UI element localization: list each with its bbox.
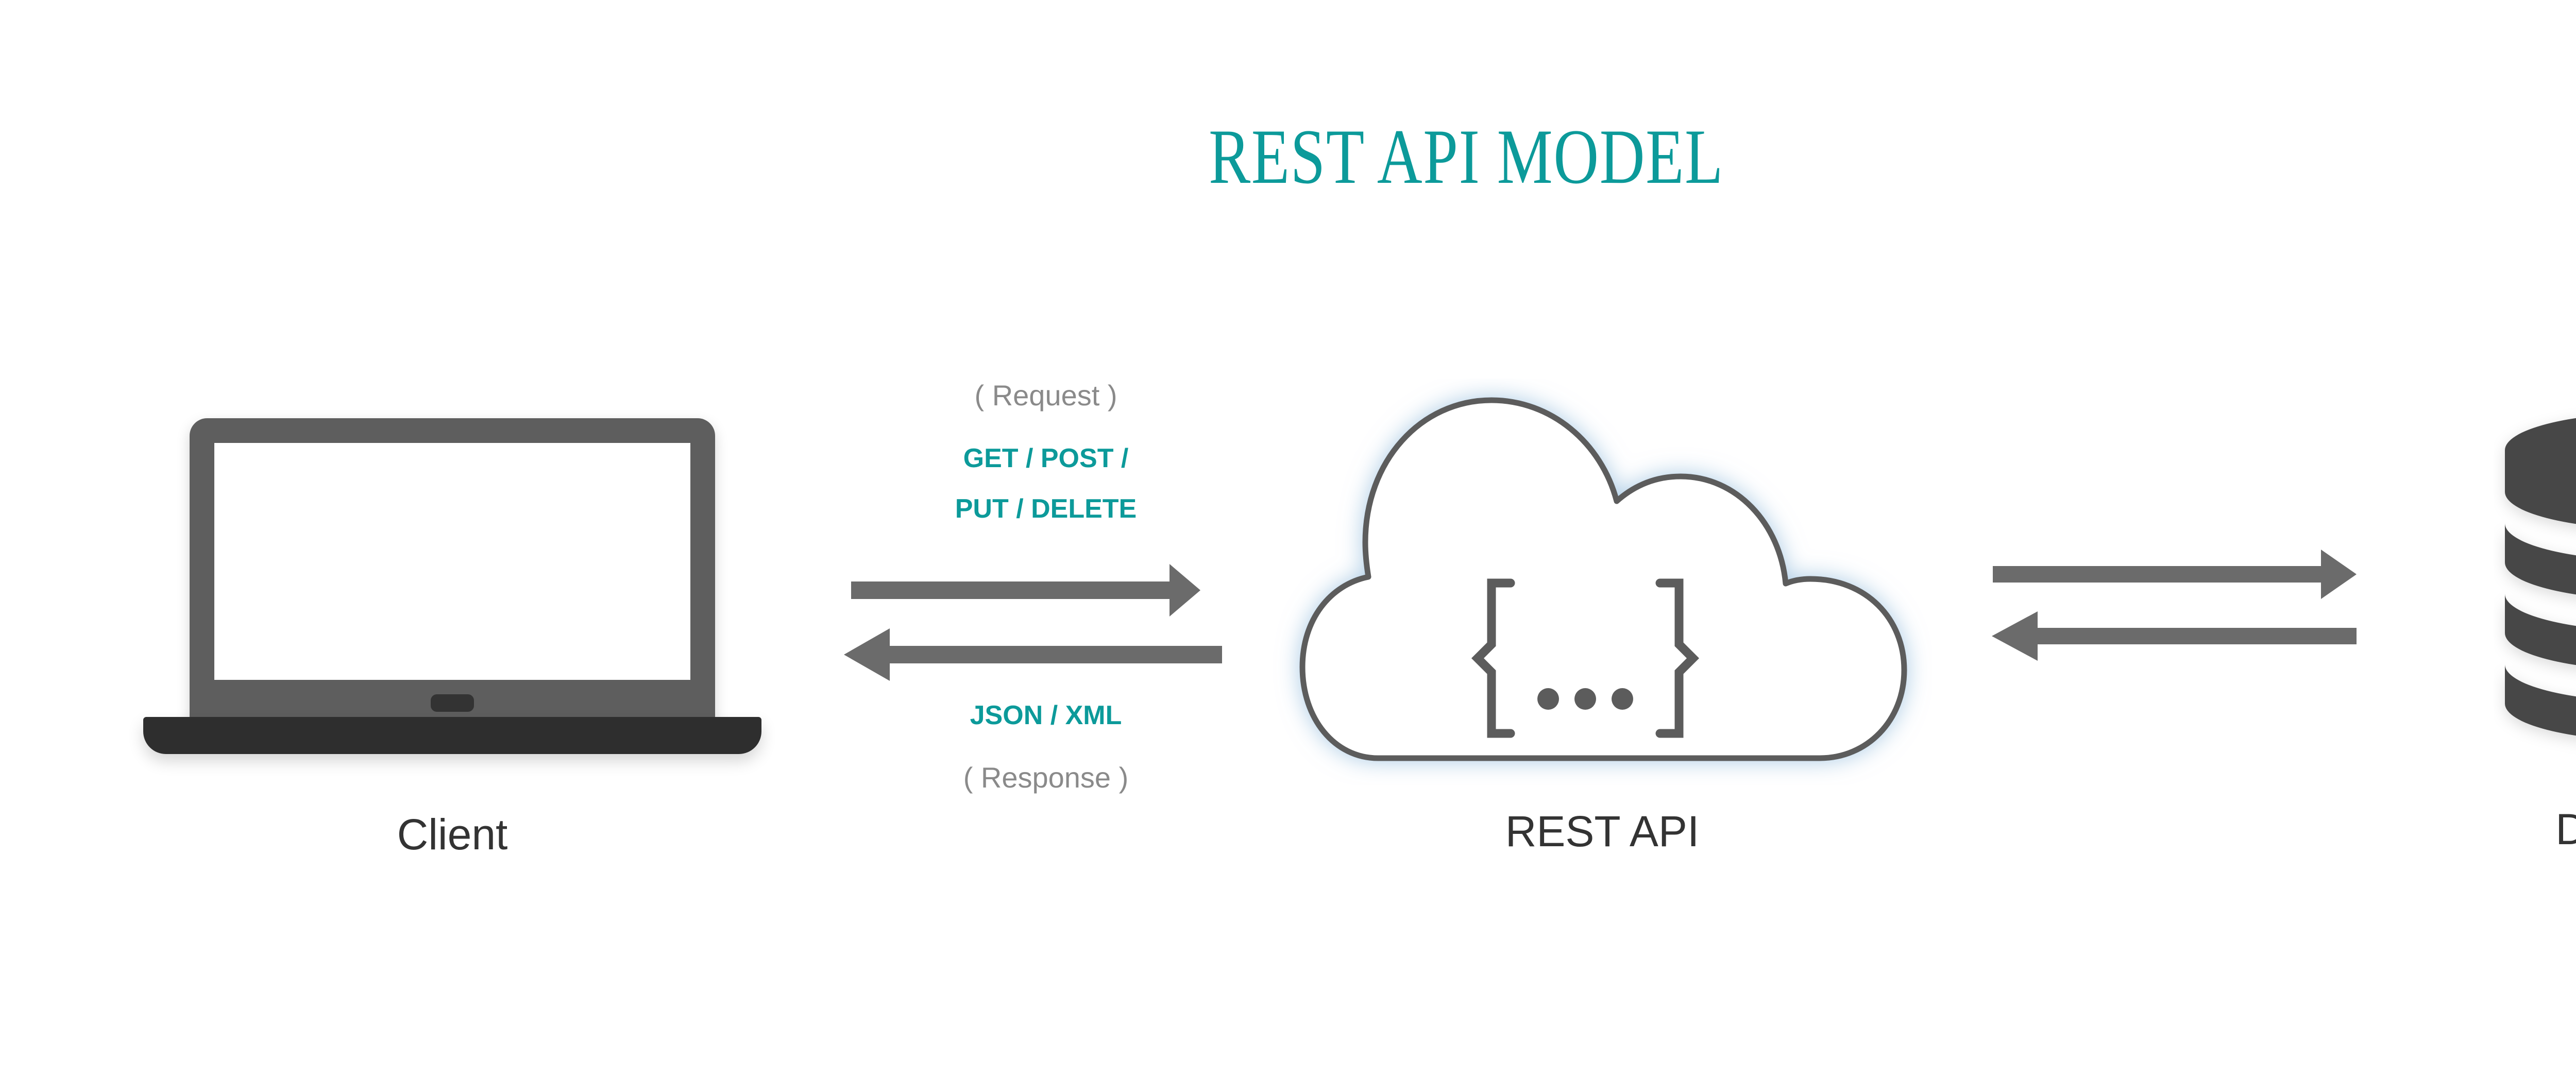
arrow-left-icon (1992, 611, 2357, 661)
database-cylinder-icon (2505, 418, 2576, 736)
ellipsis-dots-icon (1537, 688, 1633, 710)
laptop-icon (143, 418, 761, 768)
curly-brace-left-icon (1471, 578, 1515, 738)
arrow-right-icon (851, 564, 1200, 617)
laptop-screen (214, 443, 690, 680)
database-disc-1 (2505, 418, 2576, 524)
cloud-icon (1299, 397, 1907, 761)
api-database-flow-group (1989, 543, 2396, 672)
laptop-base (143, 717, 761, 754)
client-node-label: Client (397, 810, 508, 859)
request-caption: ( Request ) (974, 379, 1117, 412)
response-caption: ( Response ) (963, 761, 1129, 794)
database-disc-4 (2505, 664, 2576, 736)
arrow-right-icon (1993, 550, 2357, 599)
database-disc-2 (2505, 523, 2576, 595)
database-disc-3 (2505, 594, 2576, 665)
http-methods-line-1: GET / POST / (963, 443, 1129, 473)
arrow-left-icon (844, 628, 1222, 681)
database-node-label: Database (2555, 805, 2576, 853)
laptop-lid (190, 418, 715, 727)
client-api-flow-group: ( Request ) GET / POST / PUT / DELETE JS… (840, 381, 1252, 803)
api-node-label: REST API (1505, 807, 1700, 855)
curly-brace-right-icon (1655, 578, 1700, 738)
laptop-trackpad-notch-icon (431, 694, 474, 712)
response-formats: JSON / XML (970, 700, 1122, 730)
page-title: REST API MODEL (1209, 113, 1724, 200)
http-methods-line-2: PUT / DELETE (955, 494, 1137, 524)
